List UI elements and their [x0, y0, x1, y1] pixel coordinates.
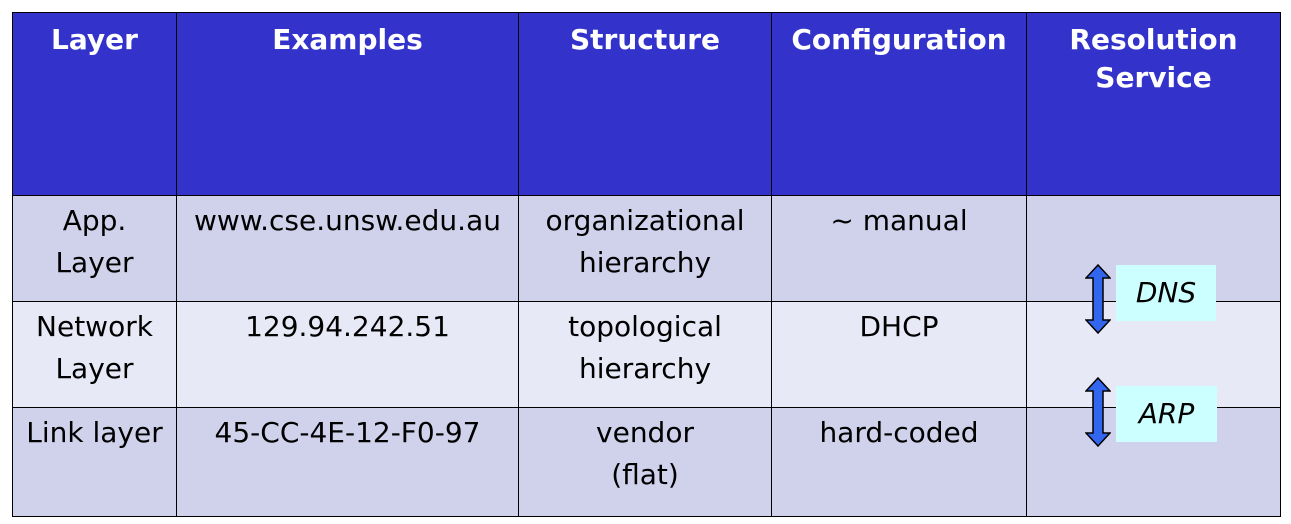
arp-label: ARP — [1116, 386, 1217, 442]
table-row: Link layer 45-CC-4E-12-F0-97 vendor (fla… — [12, 407, 1281, 517]
example-cell: www.cse.unsw.edu.au — [176, 195, 519, 302]
dns-label: DNS — [1116, 265, 1216, 321]
arp-double-arrow-icon — [1085, 377, 1111, 447]
structure-cell: organizational hierarchy — [518, 195, 772, 302]
example-cell: 129.94.242.51 — [176, 301, 519, 408]
layer-cell: Network Layer — [12, 301, 177, 408]
dns-double-arrow-icon — [1085, 264, 1111, 334]
naming-layers-table: Layer Examples Structure Configuration R… — [12, 12, 1281, 517]
table-row: Network Layer 129.94.242.51 topological … — [12, 301, 1281, 408]
configuration-cell: ~ manual — [771, 195, 1027, 302]
configuration-cell: hard-coded — [771, 407, 1027, 517]
structure-cell: vendor (flat) — [518, 407, 772, 517]
layer-cell: App. Layer — [12, 195, 177, 302]
structure-cell: topological hierarchy — [518, 301, 772, 408]
layer-cell: Link layer — [12, 407, 177, 517]
configuration-cell: DHCP — [771, 301, 1027, 408]
header-configuration: Configuration — [771, 12, 1027, 196]
example-cell: 45-CC-4E-12-F0-97 — [176, 407, 519, 517]
table-row: App. Layer www.cse.unsw.edu.au organizat… — [12, 195, 1281, 302]
header-structure: Structure — [518, 12, 772, 196]
header-resolution-service: Resolution Service — [1026, 12, 1281, 196]
header-row: Layer Examples Structure Configuration R… — [12, 12, 1281, 196]
header-layer: Layer — [12, 12, 177, 196]
header-examples: Examples — [176, 12, 519, 196]
